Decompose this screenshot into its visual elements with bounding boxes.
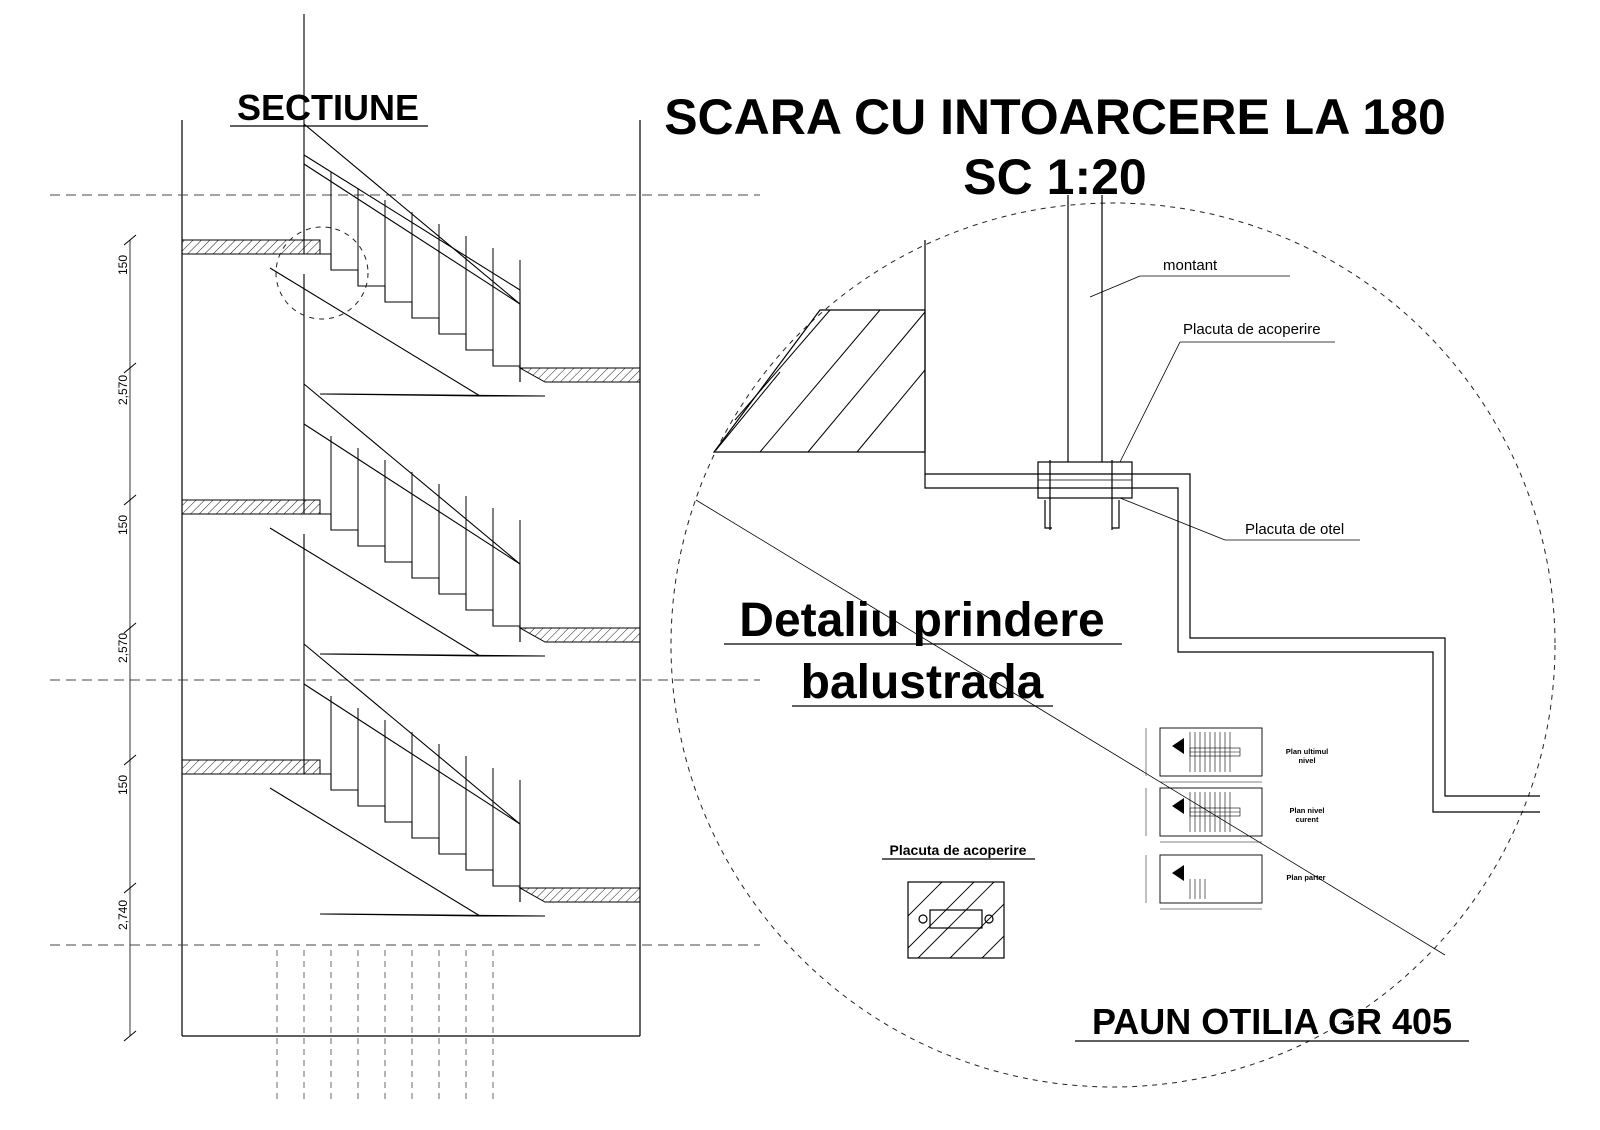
detail-title-line2: balustrada	[801, 656, 1044, 709]
stair-set-1	[269, 14, 546, 397]
plan-arrow-icon	[1172, 798, 1184, 814]
landing-left-1	[181, 239, 321, 255]
stair-flight-top	[303, 154, 521, 368]
dim-tick	[123, 882, 137, 894]
stair-set-2	[269, 274, 546, 657]
dim-text-2: 2,570	[116, 375, 130, 405]
detail-circle	[670, 202, 1556, 1088]
slab-wedge	[319, 653, 546, 657]
flight-diagonal-top	[303, 154, 521, 291]
plan-thumbnail-1	[1145, 787, 1263, 843]
plan-label-0a: Plan ultimul	[1286, 747, 1329, 756]
flight-soffit	[269, 527, 481, 657]
author-label: PAUN OTILIA GR 405	[1092, 1001, 1452, 1042]
label-montant: montant	[1163, 257, 1218, 274]
plan-well	[1189, 747, 1241, 757]
dim-tick	[123, 754, 137, 766]
flight-diagonal-return	[303, 123, 521, 305]
stair-set-3	[269, 534, 546, 917]
label-placuta-otel: Placuta de otel	[1245, 521, 1344, 538]
plan-label-2a: Plan parter	[1286, 873, 1325, 882]
plan-arrow-icon	[1172, 865, 1184, 881]
tread-profile	[304, 513, 521, 642]
plan-label-0b: nivel	[1298, 756, 1315, 765]
flight-diagonal-return	[303, 643, 521, 825]
plan-thumbnail-0	[1145, 727, 1263, 783]
dim-tick	[123, 494, 137, 506]
plan-label-1a: Plan nivel	[1289, 806, 1324, 815]
landing-right-1	[518, 367, 641, 383]
plate-detail-drawing	[907, 881, 1005, 959]
tread-profile	[304, 253, 521, 382]
section-view	[50, 14, 760, 1100]
dim-text-3: 150	[116, 515, 130, 535]
dim-text-4: 2,570	[116, 633, 130, 663]
landing-right-2	[518, 627, 641, 643]
dim-tick	[123, 1030, 137, 1042]
scale-title: SC 1:20	[963, 149, 1146, 205]
plan-outline	[1159, 854, 1263, 904]
landing-left-2	[181, 499, 321, 515]
rail-axis-line	[695, 499, 1446, 956]
slab-wedge	[319, 913, 546, 917]
main-title: SCARA CU INTOARCERE LA 180	[664, 89, 1446, 145]
plan-label-1b: curent	[1296, 815, 1319, 824]
dim-text-5: 150	[116, 775, 130, 795]
stair-profile	[924, 310, 1540, 797]
dim-tick	[123, 622, 137, 634]
plan-thumbnail-2	[1145, 854, 1263, 910]
dim-text-1: 150	[116, 255, 130, 275]
section-title: SECTIUNE	[237, 87, 419, 128]
concrete-block	[712, 240, 926, 453]
plan-outline	[1159, 727, 1263, 777]
landing-right-3	[518, 887, 641, 903]
detail-view: montant Placuta de acoperire Placuta de …	[670, 195, 1556, 1088]
label-placuta-acoperire: Placuta de acoperire	[1183, 321, 1321, 338]
plan-well	[1189, 807, 1241, 817]
plan-outline	[1159, 787, 1263, 837]
flight-soffit	[269, 787, 481, 917]
plate-detail-title: Placuta de acoperire	[890, 842, 1027, 858]
dim-tick	[123, 234, 137, 246]
detail-title-line1: Detaliu prindere	[739, 594, 1104, 647]
detail-callout-circle	[275, 226, 369, 320]
tread-profile	[304, 773, 521, 902]
flight-soffit	[269, 267, 481, 397]
flight-diagonal-return	[303, 383, 521, 565]
landing-left-3	[181, 759, 321, 775]
dim-text-6: 2,740	[116, 900, 130, 930]
slab-wedge	[319, 393, 546, 397]
plan-arrow-icon	[1172, 738, 1184, 754]
dim-tick	[123, 362, 137, 374]
